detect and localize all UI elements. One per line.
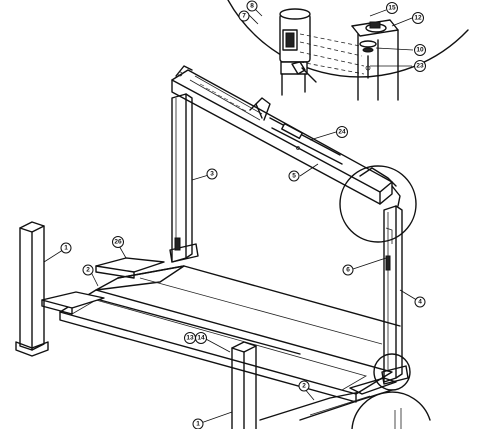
runway-platform — [41, 257, 401, 421]
svg-text:10: 10 — [416, 47, 424, 54]
callout-4: 4 — [414, 296, 426, 308]
svg-text:24: 24 — [338, 129, 346, 136]
leader-lines — [43, 7, 421, 425]
callout-3: 3 — [206, 168, 218, 180]
detail-circle-bottom — [351, 391, 431, 429]
callout-2-left: 2 — [82, 264, 94, 276]
post-front-left — [15, 221, 49, 357]
callout-1-left: 1 — [60, 242, 72, 254]
detail-view-top — [227, 0, 469, 101]
svg-text:13: 13 — [186, 335, 194, 342]
callout-1-front: 1 — [192, 418, 204, 429]
callout-6: 6 — [342, 264, 354, 276]
svg-text:1: 1 — [196, 421, 200, 428]
svg-text:15: 15 — [388, 5, 396, 12]
svg-text:12: 12 — [414, 15, 422, 22]
svg-text:14: 14 — [197, 335, 205, 342]
callout-23: 23 — [414, 60, 426, 72]
callout-7: 7 — [238, 10, 250, 22]
post-front-center — [231, 341, 257, 429]
callout-13: 13 — [184, 332, 196, 344]
overhead-beam — [171, 65, 401, 207]
post-rear-left — [169, 93, 199, 263]
post-top-bracket — [351, 19, 399, 101]
post-rear-right — [381, 205, 409, 385]
svg-text:8: 8 — [250, 3, 254, 10]
svg-text:1: 1 — [64, 245, 68, 252]
callout-2-front: 2 — [298, 380, 310, 392]
callout-5: 5 — [288, 170, 300, 182]
callout-26: 26 — [112, 236, 124, 248]
motor-pump-unit — [279, 8, 317, 96]
svg-text:2: 2 — [86, 267, 90, 274]
callout-15: 15 — [386, 2, 398, 14]
svg-text:23: 23 — [416, 63, 424, 70]
svg-text:5: 5 — [292, 173, 296, 180]
callout-14: 14 — [195, 332, 207, 344]
svg-text:7: 7 — [242, 13, 246, 20]
detail-circle-beam-end — [339, 165, 417, 243]
svg-text:4: 4 — [418, 299, 422, 306]
svg-text:26: 26 — [114, 239, 122, 246]
callout-12: 12 — [412, 12, 424, 24]
svg-text:2: 2 — [302, 383, 306, 390]
svg-text:6: 6 — [346, 267, 350, 274]
callout-10: 10 — [414, 44, 426, 56]
svg-text:3: 3 — [210, 171, 214, 178]
callout-8: 8 — [246, 0, 258, 12]
callout-24: 24 — [336, 126, 348, 138]
